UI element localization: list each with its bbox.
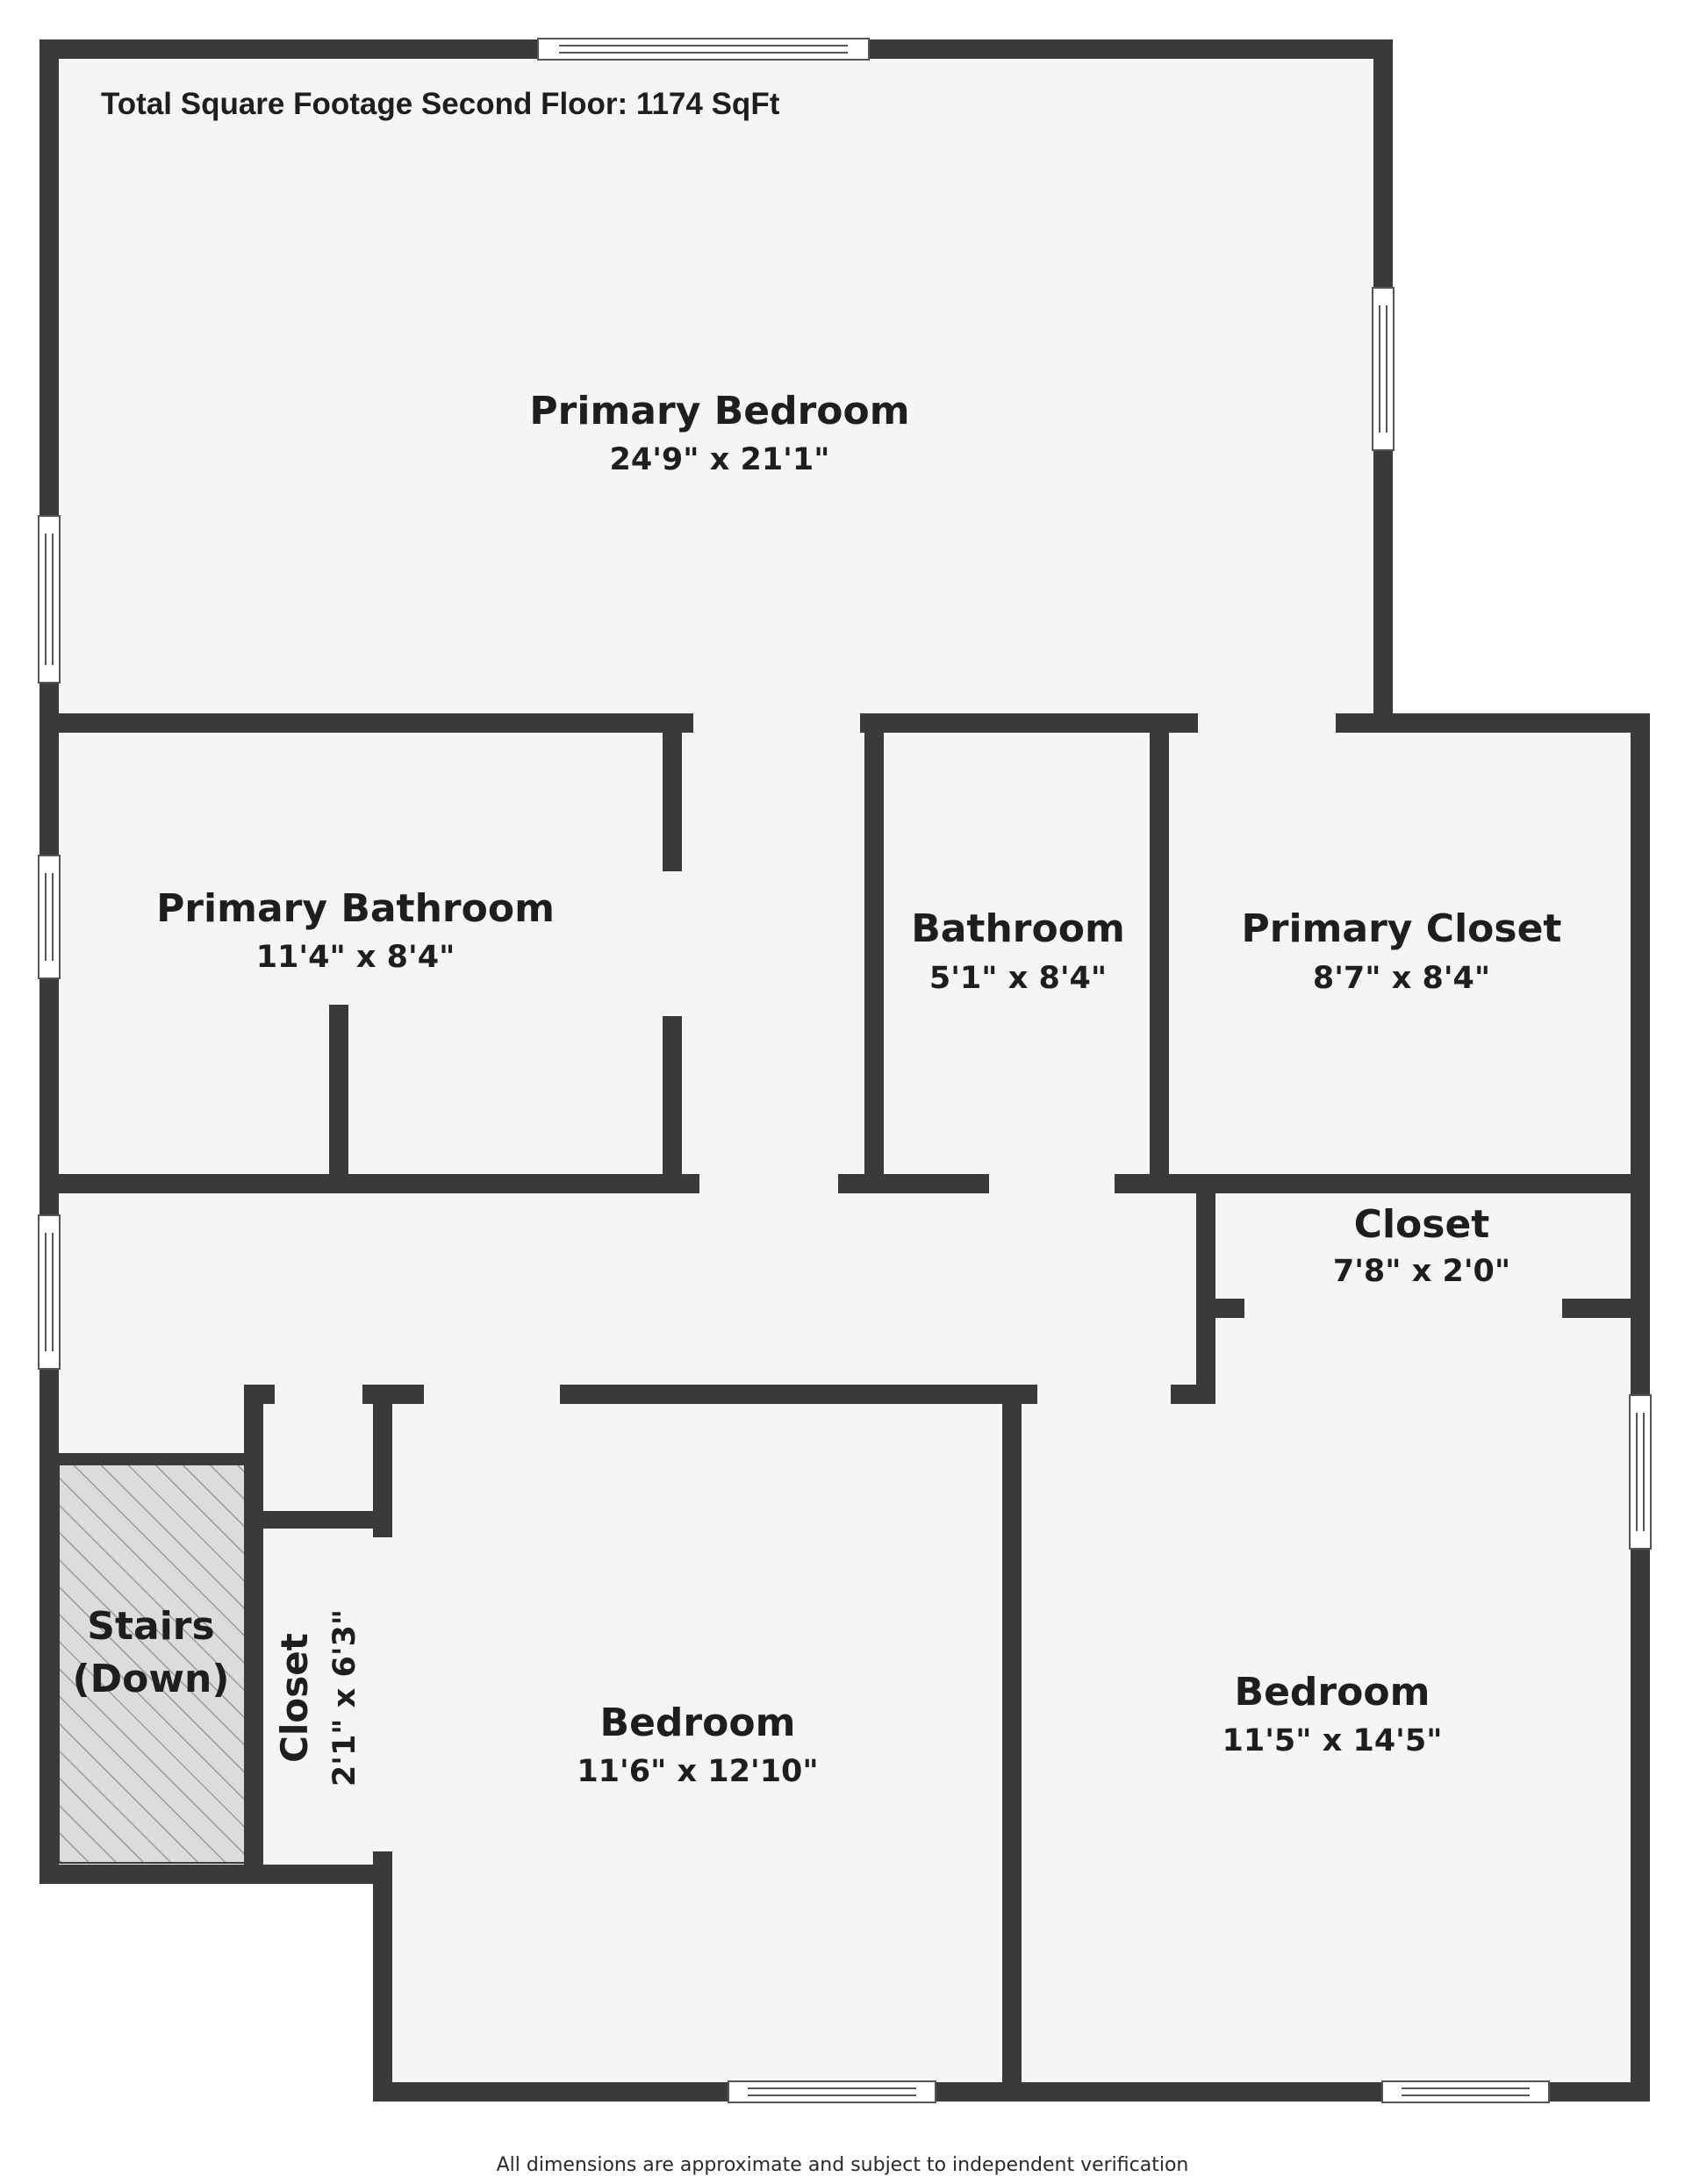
door-openings [275, 711, 1562, 1851]
room-name: Bathroom [911, 906, 1125, 951]
room-closet-hall: Closet 7'8" x 2'0" [1333, 1202, 1510, 1289]
window-bottom-left [728, 2080, 936, 2103]
window-left-3 [38, 1214, 61, 1370]
room-name: Primary Closet [1242, 906, 1562, 951]
window-left-1 [38, 515, 61, 684]
total-sqft-label: Total Square Footage Second Floor: 1174 … [101, 87, 780, 121]
room-primary-bedroom: Primary Bedroom 24'9" x 21'1" [529, 389, 909, 477]
windows [38, 38, 1652, 2103]
room-dimensions: 7'8" x 2'0" [1333, 1254, 1510, 1289]
room-dimensions: 11'5" x 14'5" [1223, 1723, 1443, 1758]
floor-fill [39, 48, 1632, 2093]
room-name: Closet [1354, 1202, 1490, 1247]
room-bedroom-left: Bedroom 11'6" x 12'10" [577, 1701, 818, 1789]
disclaimer: All dimensions are approximate and subje… [497, 2154, 1189, 2176]
room-name: Bedroom [1235, 1670, 1430, 1715]
room-name: Primary Bathroom [156, 886, 555, 931]
room-primary-bathroom: Primary Bathroom 11'4" x 8'4" [156, 886, 555, 975]
room-bathroom: Bathroom 5'1" x 8'4" [911, 906, 1125, 996]
room-dimensions: 8'7" x 8'4" [1313, 961, 1490, 996]
stairs-label: Stairs [87, 1604, 214, 1649]
room-stairs: Stairs (Down) [73, 1604, 230, 1701]
window-bottom-right [1381, 2080, 1550, 2103]
window-right-lower [1629, 1394, 1652, 1550]
room-primary-closet: Primary Closet 8'7" x 8'4" [1242, 906, 1562, 996]
window-top [537, 38, 870, 61]
room-dimensions: 11'4" x 8'4" [256, 940, 455, 975]
room-dimensions: 24'9" x 21'1" [610, 442, 830, 477]
room-dimensions: 11'6" x 12'10" [577, 1754, 818, 1789]
room-name: Bedroom [600, 1701, 796, 1745]
window-right-upper [1372, 287, 1395, 451]
room-name: Primary Bedroom [529, 389, 909, 433]
room-bedroom-right: Bedroom 11'5" x 14'5" [1223, 1670, 1443, 1758]
room-dimensions: 2'1" x 6'3" [327, 1609, 362, 1787]
room-closet-small: Closet 2'1" x 6'3" [273, 1609, 362, 1787]
room-name: Closet [273, 1633, 316, 1763]
room-dimensions: 5'1" x 8'4" [929, 961, 1107, 996]
stairs-direction: (Down) [73, 1657, 230, 1701]
window-left-2 [38, 855, 61, 979]
